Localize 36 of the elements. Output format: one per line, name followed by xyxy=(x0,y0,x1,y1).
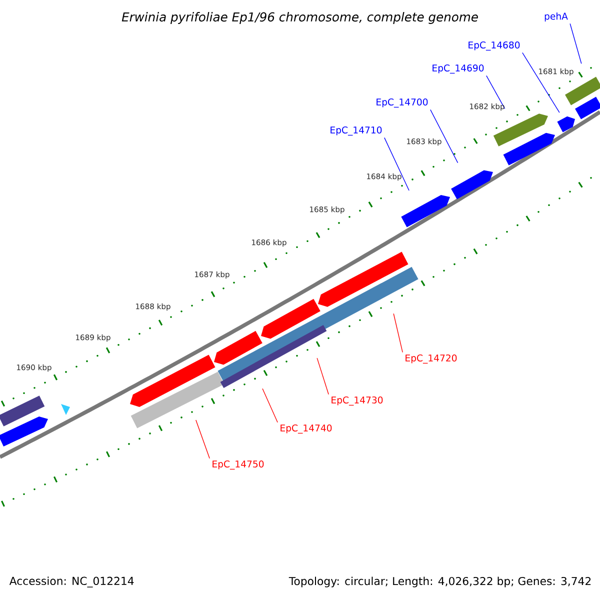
gene-feature xyxy=(565,76,600,106)
leader-line xyxy=(522,52,560,113)
title: Erwinia pyrifoliae Ep1/96 chromosome, complete genome xyxy=(122,12,478,24)
leader-line xyxy=(262,388,278,423)
gene-label: EpC_14750 xyxy=(212,460,264,470)
gene-feature xyxy=(261,298,320,339)
gene-label: EpC_14690 xyxy=(432,64,484,74)
gene-feature xyxy=(130,354,216,407)
leader-line xyxy=(570,23,582,64)
gene-label: EpC_14680 xyxy=(468,41,520,51)
gene-feature xyxy=(214,330,262,365)
leader-line xyxy=(486,75,506,110)
gene-feature xyxy=(0,416,48,446)
leader-line xyxy=(196,420,210,459)
gene-feature xyxy=(575,96,600,120)
gene-label: EpC_14720 xyxy=(406,354,457,364)
gene-feature xyxy=(557,116,575,132)
leader-line xyxy=(430,109,458,164)
gene-feature xyxy=(220,324,327,388)
gene-feature xyxy=(451,170,493,200)
gene-label: EpC_14730 xyxy=(332,396,383,406)
gene-feature xyxy=(130,372,224,428)
gene-feature xyxy=(318,252,408,307)
gene-feature xyxy=(401,195,450,228)
gene-feature xyxy=(503,132,555,166)
leader-line xyxy=(384,137,410,191)
gene-label: EpC_14740 xyxy=(280,424,332,434)
gene-label: EpC_14700 xyxy=(376,98,428,108)
leader-line xyxy=(316,358,329,395)
gene-label: pehA xyxy=(544,12,568,22)
gene-feature xyxy=(0,396,45,426)
footer-text: Topology: circular; Length: 4,026,322 bp; Genes: 3,742 xyxy=(288,576,591,588)
gene-feature xyxy=(493,114,548,146)
footer-text: Accession: NC_012214 xyxy=(9,576,134,588)
leader-line xyxy=(393,313,403,353)
gene-label: EpC_14710 xyxy=(330,126,382,136)
